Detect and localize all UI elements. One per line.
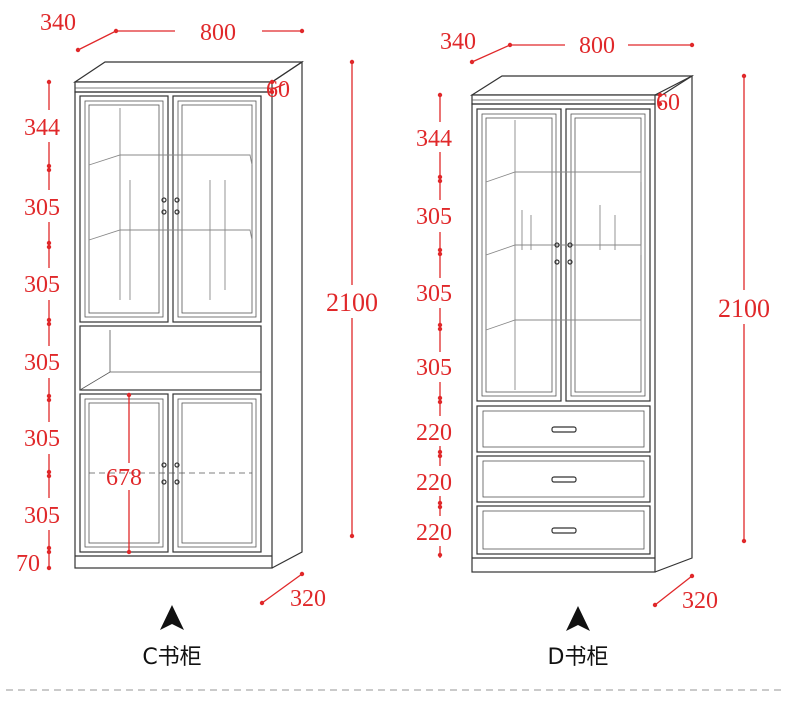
d-caption: D书柜	[548, 645, 609, 670]
d-row-7-label: 220	[416, 520, 452, 546]
c-door-height-label: 678	[106, 465, 142, 491]
c-row-4-label: 305	[24, 350, 60, 376]
c-row-6-label: 305	[24, 503, 60, 529]
d-row-5-label: 220	[416, 420, 452, 446]
c-row-7-label: 70	[16, 551, 40, 577]
d-row-1-label: 344	[416, 126, 452, 152]
arrow-up-icon	[160, 605, 184, 630]
c-depth-top-label: 340	[40, 10, 76, 36]
c-row-2-label: 305	[24, 195, 60, 221]
cabinet-d-dimensions	[437, 42, 747, 608]
d-row-2-label: 305	[416, 204, 452, 230]
c-width-label: 800	[200, 20, 236, 46]
c-row-1-label: 344	[24, 115, 60, 141]
d-bottom-depth-label: 320	[682, 588, 718, 614]
d-row-6-label: 220	[416, 470, 452, 496]
d-row-3-label: 305	[416, 281, 452, 307]
cabinet-c-dimensions	[46, 28, 355, 606]
c-crown-label: 60	[266, 77, 290, 103]
arrow-up-icon	[566, 606, 590, 631]
c-bottom-depth-label: 320	[290, 586, 326, 612]
cabinet-c	[73, 60, 304, 569]
c-row-5-label: 305	[24, 426, 60, 452]
cabinet-d	[469, 75, 695, 573]
d-crown-label: 60	[656, 90, 680, 116]
c-row-3-label: 305	[24, 272, 60, 298]
d-row-4-label: 305	[416, 355, 452, 381]
d-total-height-label: 2100	[718, 294, 770, 323]
c-caption: C书柜	[142, 645, 201, 670]
d-width-label: 800	[579, 33, 615, 59]
d-depth-top-label: 340	[440, 29, 476, 55]
c-total-height-label: 2100	[326, 288, 378, 317]
